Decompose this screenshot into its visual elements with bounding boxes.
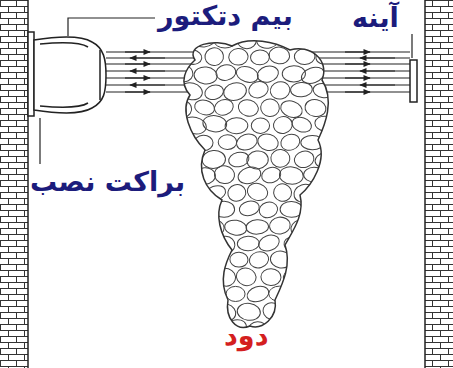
detector-label: بیم دتکتور <box>158 0 293 31</box>
reflector-mirror <box>410 60 417 102</box>
mounting-bracket <box>28 32 34 116</box>
mirror-label: آینه <box>352 2 399 33</box>
smoke-cloud <box>169 27 339 340</box>
brick-wall <box>0 0 28 368</box>
brick-wall <box>425 0 453 368</box>
bracket-label: براکت نصب <box>30 166 185 197</box>
smoke-label: دود <box>224 320 269 351</box>
leader-lines <box>40 18 412 164</box>
beam-detector <box>28 32 106 116</box>
